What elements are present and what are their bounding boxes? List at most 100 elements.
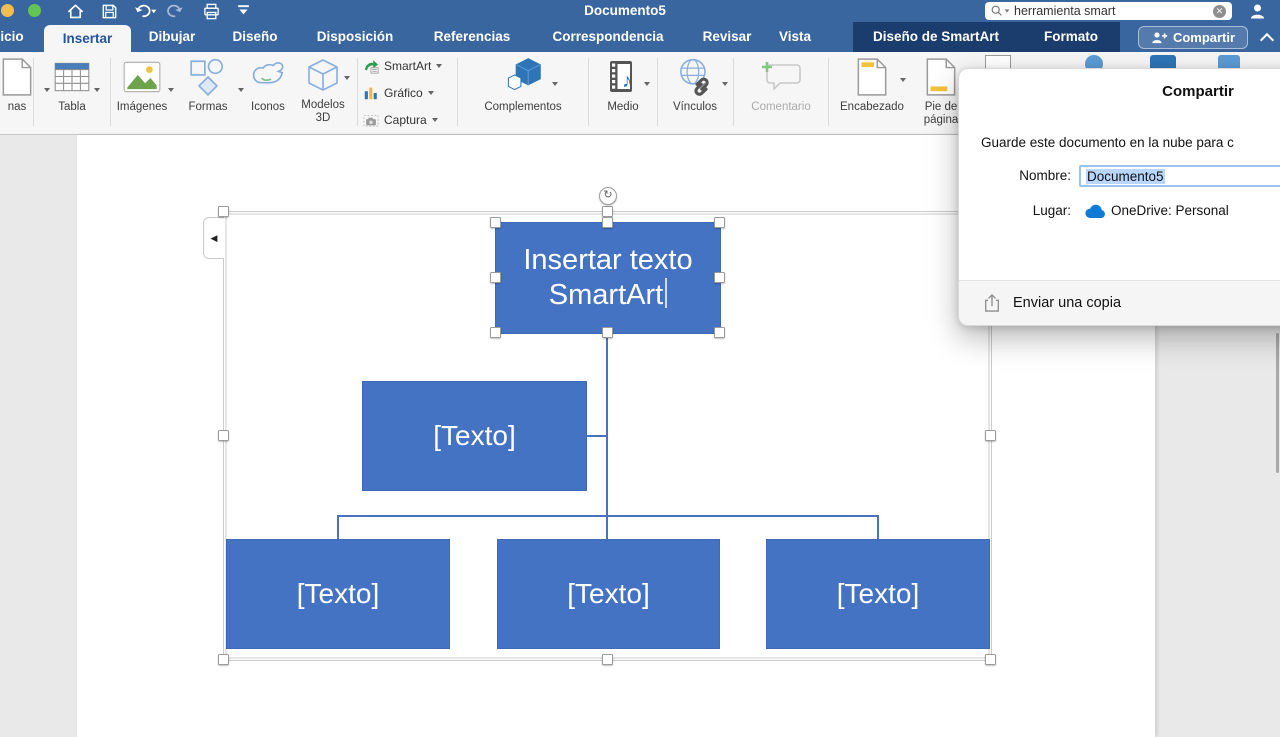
share-button-label: Compartir bbox=[1172, 30, 1236, 45]
dropdown-caret-icon bbox=[238, 88, 244, 92]
search-input[interactable]: herramienta smart bbox=[1014, 4, 1116, 18]
redo-icon[interactable] bbox=[166, 2, 185, 21]
addins-button[interactable]: Complementos bbox=[468, 56, 578, 114]
images-button[interactable]: Imágenes bbox=[110, 56, 174, 114]
tab-diseno-de-smartart[interactable]: Diseño de SmartArt bbox=[872, 29, 1000, 44]
node-handle-e[interactable] bbox=[714, 272, 725, 283]
frame-handle-s[interactable] bbox=[602, 654, 613, 665]
account-icon[interactable] bbox=[1247, 1, 1266, 20]
dropdown-caret-icon bbox=[722, 82, 728, 86]
traffic-light-zoom[interactable] bbox=[28, 4, 41, 17]
chart-menu-button[interactable]: Gráfico bbox=[363, 83, 434, 103]
search-scope-caret-icon[interactable] bbox=[1004, 9, 1010, 13]
hidden-ribbon-icon-partial bbox=[1218, 55, 1240, 68]
smartart-node-right[interactable]: [Texto] bbox=[766, 539, 990, 649]
group-separator bbox=[357, 58, 358, 126]
tab-diseno[interactable]: Diseño bbox=[232, 29, 278, 44]
group-separator bbox=[588, 58, 589, 126]
dropdown-caret-icon bbox=[94, 88, 100, 92]
frame-handle-nw[interactable] bbox=[218, 206, 229, 217]
toolbar-overflow-icon[interactable] bbox=[236, 2, 255, 21]
dropdown-caret-icon bbox=[168, 88, 174, 92]
collapse-ribbon-chevron-up-icon[interactable] bbox=[1259, 32, 1275, 48]
models3d-label: Modelos 3D bbox=[301, 99, 345, 124]
smartart-menu-button[interactable]: SmartArt bbox=[363, 56, 443, 76]
dropdown-caret-icon bbox=[900, 78, 906, 82]
node-handle-w[interactable] bbox=[490, 272, 501, 283]
send-copy-button[interactable]: Enviar una copia bbox=[1013, 295, 1122, 311]
person-add-icon bbox=[1151, 31, 1168, 45]
tab-dibujar[interactable]: Dibujar bbox=[148, 29, 196, 44]
tab-disposicion[interactable]: Disposición bbox=[316, 29, 394, 44]
node-handle-se[interactable] bbox=[714, 327, 725, 338]
text-pane-toggle[interactable]: ◀ bbox=[203, 217, 224, 259]
header-button[interactable]: Encabezado bbox=[830, 56, 914, 114]
cube-3d-icon bbox=[308, 59, 338, 91]
smartart-node-assistant[interactable]: [Texto] bbox=[362, 381, 587, 491]
node-handle-ne[interactable] bbox=[714, 217, 725, 228]
comment-button[interactable]: Comentario bbox=[738, 56, 824, 114]
undo-caret-icon bbox=[151, 9, 157, 14]
smartart-node-left[interactable]: [Texto] bbox=[226, 539, 450, 649]
header-icon bbox=[857, 58, 887, 96]
save-icon[interactable] bbox=[100, 2, 119, 21]
group-separator bbox=[457, 58, 458, 126]
tab-inicio-partial[interactable]: icio bbox=[0, 29, 24, 44]
duck-icon bbox=[252, 62, 284, 84]
frame-handle-sw[interactable] bbox=[218, 654, 229, 665]
connector-drop-right bbox=[877, 515, 879, 539]
frame-handle-n[interactable] bbox=[602, 206, 613, 217]
name-input[interactable]: Documento5 bbox=[1079, 165, 1280, 187]
tab-insertar[interactable]: Insertar bbox=[44, 25, 131, 52]
frame-handle-se[interactable] bbox=[985, 654, 996, 665]
tab-revisar[interactable]: Revisar bbox=[702, 29, 752, 44]
traffic-light-minimize[interactable] bbox=[1, 4, 14, 17]
onedrive-cloud-icon bbox=[1083, 204, 1107, 220]
frame-handle-e[interactable] bbox=[985, 430, 996, 441]
media-label: Medio bbox=[607, 101, 639, 113]
smartart-node-center[interactable]: [Texto] bbox=[497, 539, 720, 649]
tab-formato[interactable]: Formato bbox=[1044, 29, 1098, 44]
footer-icon bbox=[926, 58, 956, 96]
comment-label: Comentario bbox=[751, 101, 811, 113]
home-icon[interactable] bbox=[66, 2, 85, 21]
undo-icon[interactable] bbox=[132, 2, 158, 21]
share-button[interactable]: Compartir bbox=[1138, 26, 1248, 49]
node-handle-nw[interactable] bbox=[490, 217, 501, 228]
smartart-node-top[interactable]: Insertar texto SmartArt bbox=[495, 222, 721, 334]
table-button[interactable]: Tabla bbox=[36, 56, 108, 114]
dropdown-caret-icon bbox=[644, 82, 650, 86]
scrollbar-thumb[interactable] bbox=[1276, 333, 1279, 473]
models3d-button[interactable]: Modelos 3D bbox=[296, 56, 350, 125]
node-handle-n[interactable] bbox=[602, 217, 613, 228]
links-label: Vínculos bbox=[672, 101, 718, 113]
tab-correspondencia[interactable]: Correspondencia bbox=[552, 29, 664, 44]
search-box[interactable]: herramienta smart ✕ bbox=[985, 2, 1232, 20]
header-label: Encabezado bbox=[840, 101, 904, 113]
print-icon[interactable] bbox=[202, 2, 221, 21]
shapes-button[interactable]: Formas bbox=[180, 56, 236, 114]
rotation-handle[interactable]: ↻ bbox=[599, 187, 617, 205]
group-separator bbox=[657, 58, 658, 126]
tab-vista[interactable]: Vista bbox=[778, 29, 812, 44]
footer-button[interactable]: Pie de página bbox=[910, 56, 972, 127]
media-button[interactable]: ♪ Medio bbox=[592, 56, 654, 114]
connector-vertical-main bbox=[606, 332, 608, 515]
screenshot-menu-button[interactable]: Captura bbox=[363, 110, 438, 130]
dropdown-caret-icon bbox=[427, 91, 434, 95]
icons-button[interactable]: Iconos bbox=[242, 56, 294, 114]
node-handle-s[interactable] bbox=[602, 327, 613, 338]
pages-button-partial[interactable]: nas bbox=[0, 56, 52, 114]
popover-footer: Enviar una copia bbox=[959, 280, 1280, 325]
connector-assistant-elbow bbox=[585, 435, 607, 437]
tab-referencias[interactable]: Referencias bbox=[433, 29, 511, 44]
node-handle-sw[interactable] bbox=[490, 327, 501, 338]
frame-handle-w[interactable] bbox=[218, 430, 229, 441]
collapse-text-pane-icon: ◀ bbox=[210, 232, 218, 243]
links-button[interactable]: Vínculos bbox=[660, 56, 730, 114]
clear-search-icon[interactable]: ✕ bbox=[1213, 4, 1226, 18]
shapes-icon bbox=[190, 58, 224, 97]
text-cursor bbox=[665, 278, 668, 308]
dropdown-caret-icon bbox=[344, 76, 350, 80]
